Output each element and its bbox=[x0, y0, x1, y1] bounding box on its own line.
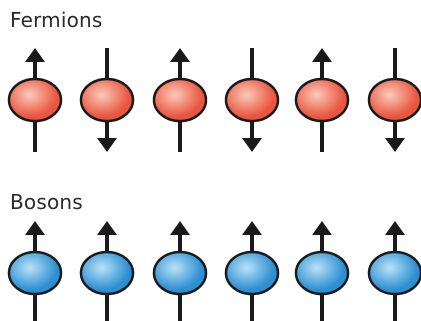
boson-ball-1 bbox=[7, 250, 63, 296]
boson-particle-5 bbox=[294, 221, 350, 321]
boson-row bbox=[7, 221, 421, 321]
boson-ball-3 bbox=[152, 250, 208, 296]
fermions-title: Fermions bbox=[10, 8, 103, 32]
arrow-down-icon bbox=[385, 138, 405, 152]
fermion-particle-4 bbox=[224, 48, 280, 152]
boson-ball-5 bbox=[294, 250, 350, 296]
fermion-particle-2 bbox=[79, 48, 135, 152]
arrow-up-icon bbox=[242, 221, 262, 235]
arrow-up-icon bbox=[25, 221, 45, 235]
boson-ball-2 bbox=[79, 250, 135, 296]
fermion-ball-1 bbox=[7, 77, 63, 123]
boson-particle-4 bbox=[224, 221, 280, 321]
boson-particle-3 bbox=[152, 221, 208, 321]
fermion-ball-2 bbox=[79, 77, 135, 123]
boson-particle-1 bbox=[7, 221, 63, 321]
fermion-ball-6 bbox=[367, 77, 421, 123]
fermion-ball-5 bbox=[294, 77, 350, 123]
arrow-up-icon bbox=[312, 221, 332, 235]
arrow-down-icon bbox=[97, 138, 117, 152]
arrow-up-icon bbox=[312, 48, 332, 62]
fermion-row bbox=[7, 48, 421, 152]
boson-particle-6 bbox=[367, 221, 421, 321]
arrow-up-icon bbox=[170, 221, 190, 235]
fermion-ball-3 bbox=[152, 77, 208, 123]
bosons-title: Bosons bbox=[10, 190, 83, 214]
fermion-particle-6 bbox=[367, 48, 421, 152]
boson-ball-6 bbox=[367, 250, 421, 296]
arrow-up-icon bbox=[385, 221, 405, 235]
fermion-particle-3 bbox=[152, 48, 208, 152]
arrow-down-icon bbox=[242, 138, 262, 152]
arrow-up-icon bbox=[25, 48, 45, 62]
boson-particle-2 bbox=[79, 221, 135, 321]
boson-ball-4 bbox=[224, 250, 280, 296]
fermion-particle-1 bbox=[7, 48, 63, 152]
arrow-up-icon bbox=[170, 48, 190, 62]
arrow-up-icon bbox=[97, 221, 117, 235]
fermion-ball-4 bbox=[224, 77, 280, 123]
fermion-particle-5 bbox=[294, 48, 350, 152]
